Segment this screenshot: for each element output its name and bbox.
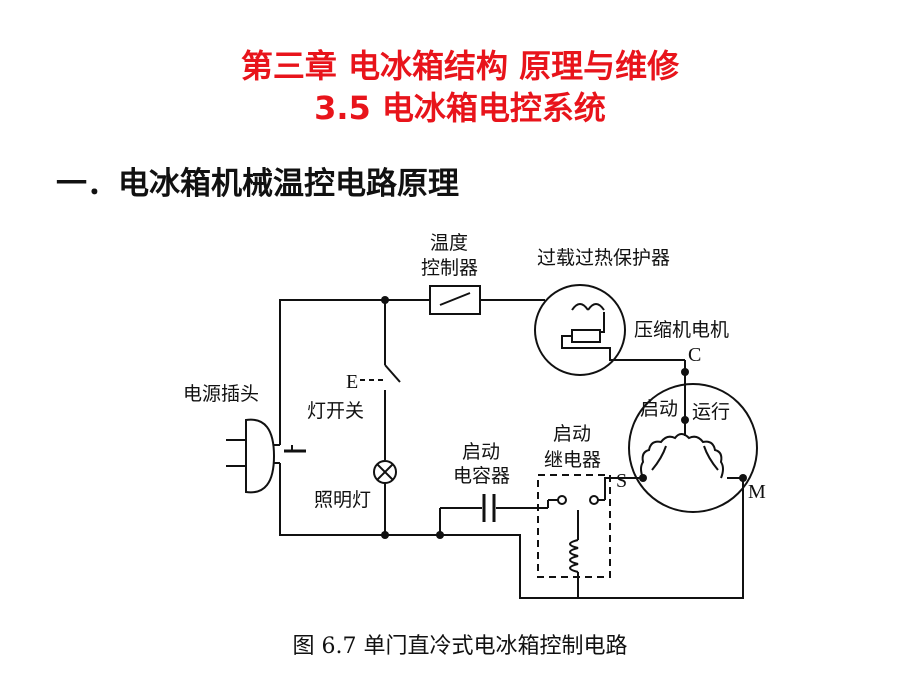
compressor-motor-circle — [628, 383, 758, 513]
section-title: 3.5 电冰箱电控系统 — [314, 89, 606, 127]
overload-protector-label: 过载过热保护器 — [537, 247, 670, 269]
section-heading: 一．电冰箱机械温控电路原理 — [56, 166, 459, 202]
figure-caption: 图 6.7 单门直冷式电冰箱控制电路 — [292, 634, 628, 659]
run-winding-label: 运行 — [692, 401, 730, 423]
start-capacitor-label-2: 电容器 — [453, 465, 510, 487]
overload-protector-circle — [534, 284, 626, 376]
compressor-motor-label: 压缩机电机 — [634, 319, 729, 341]
lamp-symbol — [373, 460, 397, 484]
light-switch-label: 灯开关 — [307, 400, 364, 422]
start-relay-box — [537, 474, 611, 578]
wiring — [279, 299, 744, 599]
chapter-title: 第三章 电冰箱结构 原理与维修 — [240, 47, 680, 85]
start-relay-label-2: 继电器 — [544, 449, 601, 471]
temp-controller-symbol — [429, 285, 481, 315]
power-plug-label: 电源插头 — [183, 383, 259, 405]
temp-controller-label-2: 控制器 — [421, 257, 478, 279]
start-winding-label: 启动 — [640, 398, 678, 420]
junction-dots — [381, 296, 747, 539]
start-capacitor-label-1: 启动 — [462, 441, 500, 463]
terminal-m-label: M — [748, 481, 766, 503]
terminal-c-label: C — [688, 344, 701, 366]
lamp-label: 照明灯 — [314, 489, 371, 511]
power-plug-symbol — [226, 418, 306, 494]
start-capacitor-symbol — [482, 494, 496, 522]
light-switch-symbol — [360, 364, 401, 383]
start-relay-label-1: 启动 — [553, 423, 591, 445]
terminal-s-label: S — [616, 470, 627, 492]
light-switch-contact-label: E — [346, 371, 358, 393]
temp-controller-label-1: 温度 — [430, 232, 468, 254]
